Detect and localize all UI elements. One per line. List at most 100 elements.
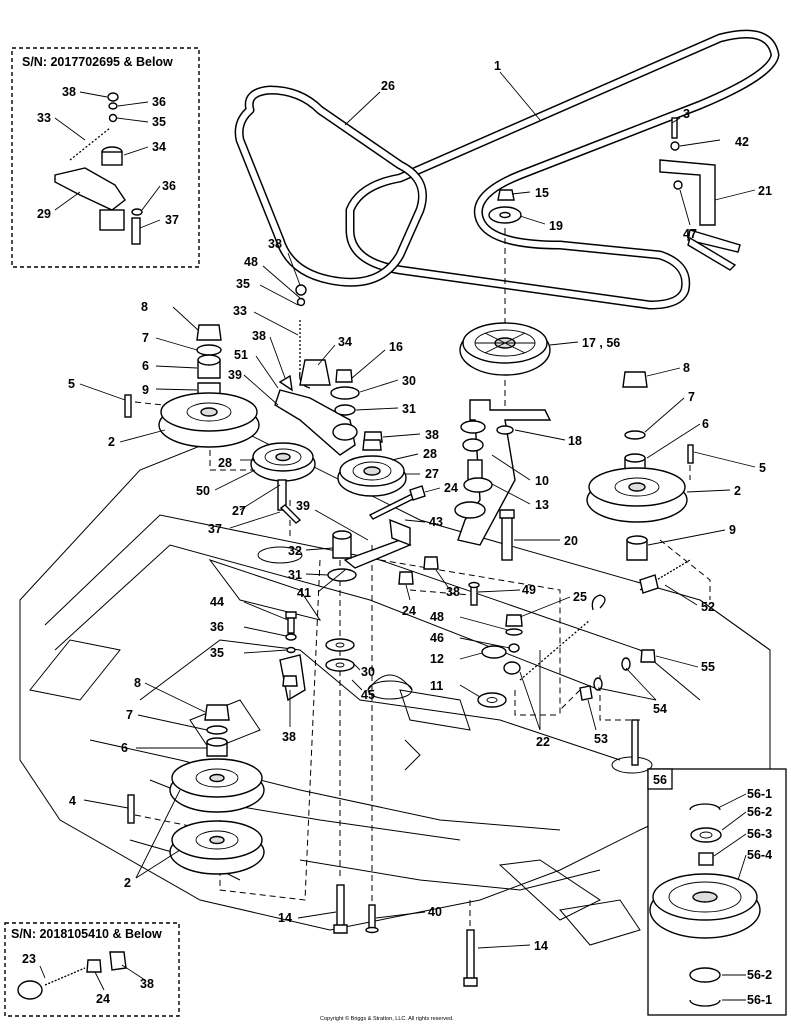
callout-42: 42 (735, 135, 749, 149)
inset-label-38: 38 (140, 977, 154, 991)
inset-label-24: 24 (96, 992, 110, 1006)
inset-bottom-left: S/N: 2018105410 & Below (4, 922, 180, 1017)
callout-3: 3 (683, 107, 690, 121)
inset-label-38: 38 (62, 85, 76, 99)
callout-38: 38 (252, 329, 266, 343)
callout-53: 53 (594, 732, 608, 746)
inset-label-33: 33 (37, 111, 51, 125)
inset-label-36b: 36 (162, 179, 176, 193)
inset-label-56-4: 56-4 (747, 848, 772, 862)
callout-48: 48 (244, 255, 258, 269)
bolts-14-40 (333, 884, 478, 987)
copyright-text: Copyright © Briggs & Stratton, LLC. All … (320, 1015, 454, 1022)
inset-label-35: 35 (152, 115, 166, 129)
washers-30-45 (325, 638, 355, 672)
callout-38: 38 (446, 585, 460, 599)
callout-39: 39 (296, 499, 310, 513)
mower-deck-housing (19, 429, 771, 946)
callout-15: 15 (535, 186, 549, 200)
callout-labels: 1 26 3 42 15 19 21 47 38 48 35 33 38 34 … (68, 59, 772, 953)
inset-bottom-right: 56 (647, 768, 787, 1016)
callout-36: 36 (210, 620, 224, 634)
callout-31: 31 (288, 568, 302, 582)
callout-1: 1 (494, 59, 501, 73)
callout-31: 31 (402, 402, 416, 416)
callout-5: 5 (68, 377, 75, 391)
inset-bottom-right-labels: 56-1 56-2 56-3 56-4 56-2 56-1 (747, 787, 772, 1007)
pulley-28-27-right (337, 439, 407, 497)
deck-belt (345, 29, 780, 310)
bracket-21 (659, 117, 741, 271)
hardware-44-36-35-38 (279, 611, 306, 702)
callout-24: 24 (402, 604, 416, 618)
callout-7: 7 (142, 331, 149, 345)
callout-16: 16 (389, 340, 403, 354)
callout-52: 52 (701, 600, 715, 614)
callout-19: 19 (549, 219, 563, 233)
callout-55: 55 (701, 660, 715, 674)
inset-label-34: 34 (152, 140, 166, 154)
inset-label-56-2b: 56-2 (747, 968, 772, 982)
inset-label-36: 36 (152, 95, 166, 109)
callout-10: 10 (535, 474, 549, 488)
callout-14: 14 (534, 939, 548, 953)
callout-9: 9 (729, 523, 736, 537)
inset-label-37: 37 (165, 213, 179, 227)
hardware-24-38-49 (398, 556, 480, 606)
callout-17-56: 17 , 56 (582, 336, 620, 350)
inset-label-56-1: 56-1 (747, 787, 772, 801)
drive-belt (234, 85, 427, 287)
callout-30: 30 (361, 665, 375, 679)
callout-35: 35 (236, 277, 250, 291)
callout-38: 38 (268, 237, 282, 251)
callout-25: 25 (573, 590, 587, 604)
callout-18: 18 (568, 434, 582, 448)
callout-50: 50 (196, 484, 210, 498)
callout-6: 6 (142, 359, 149, 373)
bushing-32 (327, 530, 357, 582)
inset-label-23: 23 (22, 952, 36, 966)
callout-14: 14 (278, 911, 292, 925)
callout-6: 6 (702, 417, 709, 431)
callout-35: 35 (210, 646, 224, 660)
inset-top-left-title: S/N: 2017702695 & Below (22, 55, 173, 69)
callout-33: 33 (233, 304, 247, 318)
callout-27: 27 (425, 467, 439, 481)
callout-38: 38 (425, 428, 439, 442)
callout-32: 32 (288, 544, 302, 558)
callout-26: 26 (381, 79, 395, 93)
callout-39: 39 (228, 368, 242, 382)
hardware-53-54-55 (579, 649, 656, 766)
leader-lines (39, 71, 756, 1001)
callout-27: 27 (232, 504, 246, 518)
callout-43: 43 (429, 515, 443, 529)
callout-9: 9 (142, 383, 149, 397)
callout-8: 8 (141, 300, 148, 314)
callout-5: 5 (759, 461, 766, 475)
pulley-stack-upper-left (124, 324, 260, 448)
inset-bottom-left-title: S/N: 2018105410 & Below (11, 927, 162, 941)
spring-22-rod-52 (503, 559, 691, 681)
callout-41: 41 (297, 586, 311, 600)
callout-30: 30 (402, 374, 416, 388)
bracket-41-43 (343, 485, 426, 569)
callout-37: 37 (208, 522, 222, 536)
callout-28: 28 (423, 447, 437, 461)
callout-7: 7 (126, 708, 133, 722)
callout-47: 47 (683, 227, 697, 241)
callout-20: 20 (564, 534, 578, 548)
callout-2: 2 (108, 435, 115, 449)
inset-label-56-1b: 56-1 (747, 993, 772, 1007)
inset-label-29: 29 (37, 207, 51, 221)
spring-33 (295, 284, 311, 389)
callout-48: 48 (430, 610, 444, 624)
callout-13: 13 (535, 498, 549, 512)
pulley-stack-right (586, 371, 694, 561)
callout-21: 21 (758, 184, 772, 198)
callout-2: 2 (734, 484, 741, 498)
callout-6: 6 (121, 741, 128, 755)
inset-label-56-3: 56-3 (747, 827, 772, 841)
callout-22: 22 (536, 735, 550, 749)
callout-7: 7 (688, 390, 695, 404)
callout-44: 44 (210, 595, 224, 609)
